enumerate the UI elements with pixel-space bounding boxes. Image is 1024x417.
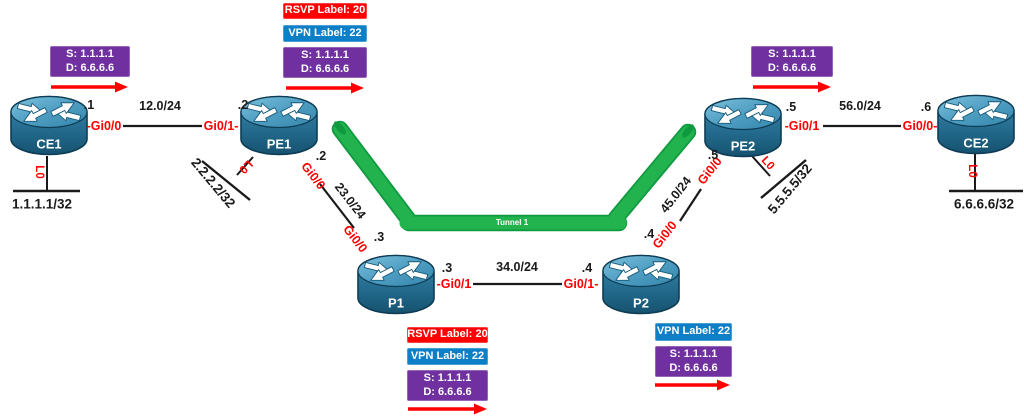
rsvp-label-text: RSVP Label: 20 [284,4,366,17]
vpn-label-text: VPN Label: 22 [410,349,485,362]
packet-destination: D: 6.6.6.6 [300,62,350,75]
flow-arrows [51,81,831,415]
loopback-if-ce1: L0 [32,165,45,179]
packet-source: S: 1.1.1.1 [66,48,114,60]
interface-ce2-gi00: Gi0/0- [902,118,938,133]
tunnel-end-cap-left [334,121,346,135]
router-ce1-label: CE1 [36,136,62,152]
link-p2-pe2 [679,188,702,222]
router-pe2-label: PE2 [730,138,756,154]
ip-p2-gi00: .4 [643,226,655,241]
ip-ce1-gi00: .1 [83,97,95,112]
packet-source: S: 1.1.1.1 [423,372,472,384]
interface-p2-gi01: Gi0/1- [563,276,599,291]
packet-source: S: 1.1.1.1 [768,48,816,60]
tunnel-end-cap-right [682,124,694,138]
vpn-label-text: VPN Label: 22 [656,325,731,338]
packet-sd-box-p2: S: 1.1.1.1 D: 6.6.6.6 [655,346,732,377]
physical-links [123,124,901,286]
loopback-bar-pe2 [760,159,807,199]
interface-p1-gi01: -Gi0/1 [436,276,472,291]
packet-source: S: 1.1.1.1 [669,348,718,360]
vpn-label-box-p2: VPN Label: 22 [655,323,732,341]
ip-p2-gi01: .4 [581,260,593,275]
te-tunnel-pipe [331,120,697,232]
packet-destination: D: 6.6.6.6 [767,61,817,74]
loopback-bar-pe1 [201,160,251,201]
rsvp-label-box-p1: RSVP Label: 20 [407,327,488,343]
router-ce2-label: CE2 [963,135,989,151]
interface-pe2-gi01: -Gi0/1 [784,118,820,133]
ip-pe2-gi01: .5 [785,99,797,114]
ip-pe2-gi00: .5 [707,147,719,162]
packet-destination: D: 6.6.6.6 [423,385,472,398]
rsvp-label-text: RSVP Label: 20 [407,328,488,341]
router-pe1-label: PE1 [266,136,292,152]
subnet-pe2-ce2: 56.0/24 [839,98,881,113]
link-pe1-p1 [319,183,355,229]
subnet-ce1-pe1: 12.0/24 [139,98,181,113]
loopback-net-ce2: 6.6.6.6/32 [953,196,1015,212]
interface-pe1-gi01: Gi0/1- [203,118,239,133]
router-p1-label: P1 [388,295,404,311]
rsvp-label-box-pe1: RSVP Label: 20 [283,3,367,19]
loopback-if-ce2: L0 [965,164,978,178]
packet-sd-box-ce1: S: 1.1.1.1 D: 6.6.6.6 [50,46,130,77]
packet-destination: D: 6.6.6.6 [669,361,718,374]
packet-sd-box-p1: S: 1.1.1.1 D: 6.6.6.6 [407,370,488,401]
loopback-stub-pe1 [236,156,254,176]
ip-pe1-gi00: .2 [315,148,327,163]
packet-sd-box-pe2: S: 1.1.1.1 D: 6.6.6.6 [751,46,833,77]
ip-ce2-gi00: .6 [920,99,932,114]
packet-source: S: 1.1.1.1 [301,49,349,61]
ip-p1-gi00: .3 [373,229,385,244]
router-p2-label: P2 [633,295,649,311]
ip-p1-gi01: .3 [441,260,453,275]
ip-pe1-gi01: .2 [237,97,249,112]
vpn-label-text: VPN Label: 22 [288,26,362,39]
vpn-label-box-p1: VPN Label: 22 [407,348,488,365]
loopback-net-ce1: 1.1.1.1/32 [11,196,73,212]
subnet-p1-p2: 34.0/24 [496,259,538,274]
tunnel-label: Tunnel 1 [495,218,529,227]
loopbacks [13,154,1023,201]
loopback-stub-pe2 [751,155,771,177]
packet-destination: D: 6.6.6.6 [65,61,115,74]
interface-ce1-gi00: -Gi0/0 [86,118,122,133]
packet-sd-box-pe1: S: 1.1.1.1 D: 6.6.6.6 [283,47,367,78]
vpn-label-box-pe1: VPN Label: 22 [283,25,367,42]
